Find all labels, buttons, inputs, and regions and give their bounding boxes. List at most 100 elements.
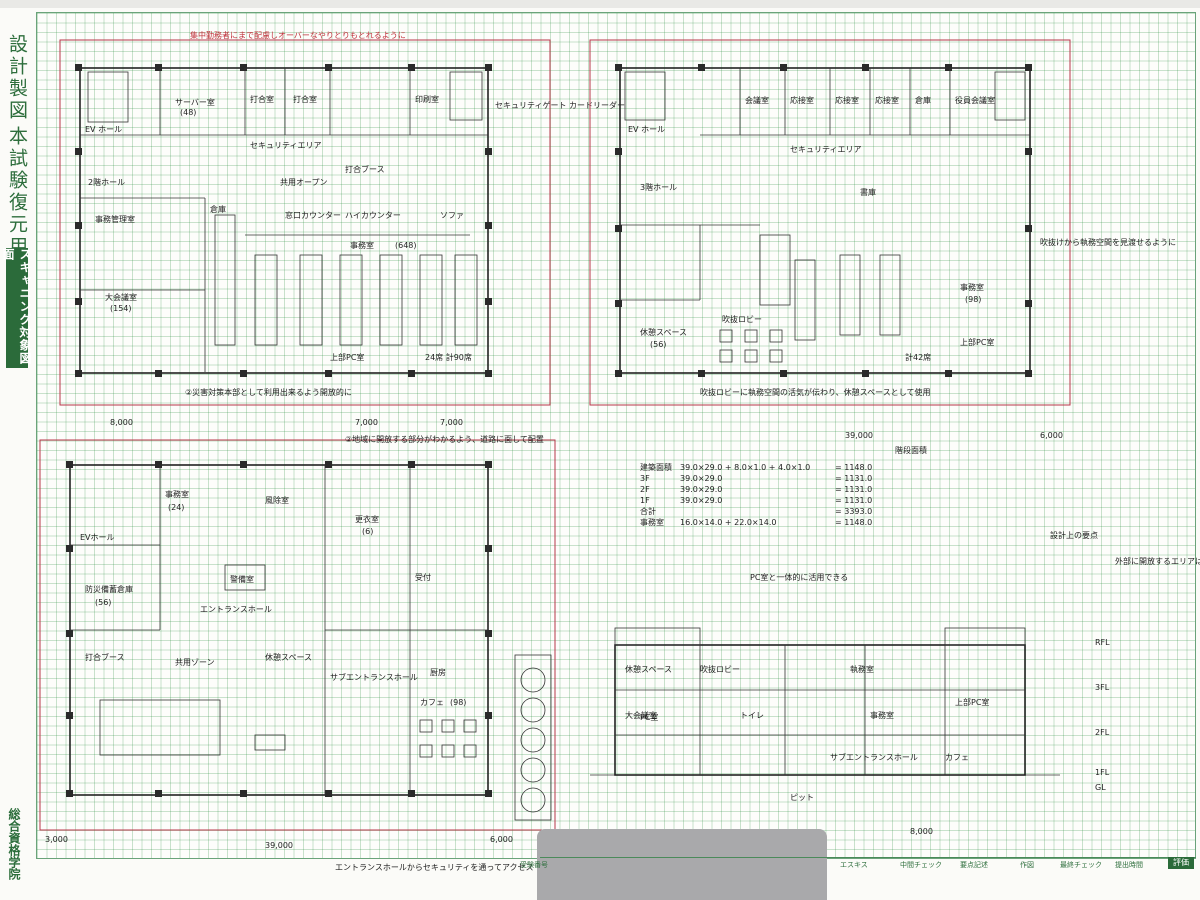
section-label: PC室: [640, 712, 658, 722]
note-1f-bottom: エントランスホールからセキュリティを通ってアクセス: [335, 862, 534, 872]
section-note-2: PC室と一体的に活用できる: [750, 572, 848, 582]
gym-1f-area: (24): [168, 503, 184, 512]
pc-2f: 上部PC室: [960, 337, 994, 347]
area-row-value: = 1131.0: [835, 485, 872, 494]
room-print: 印刷室: [415, 94, 439, 104]
section-labels: 吹抜ロビー大会議室事務室執務室休憩スペースカフェトイレサブエントランスホールピッ…: [625, 664, 989, 802]
room-server: サーバー室: [175, 97, 215, 107]
plan-2f-columns: [615, 64, 1032, 377]
dim-1f-total: 39,000: [265, 841, 293, 850]
section-level: 2FL: [1095, 728, 1110, 737]
office-2f: 事務室: [960, 282, 984, 292]
kitchen-1f: 厨房: [430, 667, 446, 677]
wind-1f: 風除室: [265, 495, 289, 505]
open-zone-3f: 共用オープン: [280, 178, 328, 187]
section-level: RFL: [1095, 638, 1110, 647]
dim-2f-total: 39,000: [845, 431, 873, 440]
rest-1f: 休憩スペース: [265, 652, 312, 662]
open-zone-1f: 共用ゾーン: [175, 658, 215, 667]
conference-1f: 更衣室: [355, 514, 379, 524]
dimension-labels: 8,000 7,000 7,000 39,000 6,000 39,000 3,…: [45, 418, 1063, 850]
cafe-1f: カフェ: [420, 698, 444, 707]
section-label: 大会議室: [625, 710, 657, 720]
section-label: カフェ: [945, 753, 969, 762]
seats-2f: 計42席: [905, 352, 931, 362]
dim-3f-c: 7,000: [440, 418, 463, 427]
work-room-3f-area: (648): [395, 241, 417, 250]
work-room-3f: 事務室: [350, 240, 374, 250]
note-2f-bottom: 吹抜ロビーに執務空間の活気が伝わり、休憩スペースとして使用: [700, 387, 930, 397]
booth-3f: 打合ブース: [345, 164, 385, 174]
section-label: 吹抜ロビー: [700, 664, 740, 674]
room-2f-3: 応接室: [835, 95, 859, 105]
area-row-formula: 39.0×29.0: [680, 485, 722, 494]
storage-3f: 倉庫: [210, 204, 226, 214]
stock-1f: 受付: [415, 572, 431, 582]
area-row-label: 1F: [640, 496, 650, 505]
office-mgmt-3f: 事務管理室: [95, 214, 135, 224]
area-side-title: 階段面積: [895, 445, 927, 455]
ev-hall-1f: EVホール: [80, 533, 115, 542]
footer-drawing: 作図: [1020, 861, 1034, 869]
storage-1f: 防災備蓄倉庫: [85, 584, 133, 594]
section-label: 上部PC室: [955, 697, 989, 707]
booth-1f: 打合ブース: [85, 652, 125, 662]
gym-1f: 事務室: [165, 489, 189, 499]
section-level: GL: [1095, 783, 1106, 792]
section-drawing: 吹抜ロビー大会議室事務室執務室休憩スペースカフェトイレサブエントランスホールピッ…: [590, 530, 1200, 802]
section-label: 休憩スペース: [625, 664, 672, 674]
large-meeting: 大会議室: [105, 292, 137, 302]
publisher-logo: 総合資格学院: [7, 808, 21, 880]
high-counter-3f: ハイカウンター: [345, 211, 401, 220]
view-lobby-tables: [719, 329, 783, 363]
area-row-formula: 39.0×29.0: [680, 474, 722, 483]
dim-sec-a: 8,000: [910, 827, 933, 836]
area-row-label: 3F: [640, 474, 650, 483]
sheet-title: 設計製図: [6, 34, 28, 122]
room-meeting-1: 打合室: [250, 94, 274, 104]
eval-box: 評価: [1168, 857, 1194, 869]
footer-exam-no: 受験番号: [520, 861, 548, 869]
room-2f-6: 役員会議室: [955, 95, 995, 105]
area-row-value: = 3393.0: [835, 507, 872, 516]
note-2f-right: 吹抜けから執務空間を見渡せるように: [1040, 237, 1176, 247]
seats-3f: 24席 計90席: [425, 352, 472, 362]
counter-3f: 窓口カウンター: [285, 210, 341, 220]
view-lobby: 吹抜ロビー: [722, 314, 762, 324]
plan-1f-columns: [66, 461, 492, 797]
hall-3f: 2階ホール: [88, 177, 125, 187]
room-2f-4: 応接室: [875, 95, 899, 105]
security-area-2f: セキュリティエリア: [790, 145, 862, 154]
security-area-3f: セキュリティエリア: [250, 141, 322, 150]
large-meeting-area: (154): [110, 304, 132, 313]
note-3f-top: 集中勤務者にまで配慮しオーバーなやりとりもとれるように: [190, 30, 406, 40]
note-3f-bottom: ②災害対策本部として利用出来るよう開放的に: [185, 387, 352, 397]
area-row-label: 事務室: [640, 517, 664, 527]
pc-room-3f: 上部PC室: [330, 352, 364, 362]
area-row-label: 2F: [640, 485, 650, 494]
lounge-1f: サブエントランスホール: [330, 672, 418, 682]
section-level: 1FL: [1095, 768, 1110, 777]
footer-points: 要点記述: [960, 861, 988, 869]
dim-1f-edge: 3,000: [45, 835, 68, 844]
ev-hall-3f: EV ホール: [85, 125, 122, 134]
cafe-1f-area: (98): [450, 698, 466, 707]
area-row-value: = 1148.0: [835, 463, 872, 472]
plan-2f: 会議室 応接室 応接室 応接室 倉庫 役員会議室 EV ホール セキュリティエリ…: [589, 39, 1176, 406]
section-label: サブエントランスホール: [830, 752, 918, 762]
scan-tab: [537, 829, 827, 900]
lobby-2f-area: (56): [650, 340, 666, 349]
section-note-3: 設計上の要点: [1050, 530, 1098, 540]
cafe-tables: [419, 719, 477, 758]
plan-1f: 事務室 (24) EVホール 防災備蓄倉庫 (56) 風除室 警備室 エントラン…: [39, 434, 556, 872]
plan-3f-outer-wall: [79, 67, 489, 374]
area-row-value: = 1131.0: [835, 496, 872, 505]
hall-2f: 3階ホール: [640, 182, 677, 192]
area-row-value: = 1131.0: [835, 474, 872, 483]
area-row-formula: 39.0×29.0 + 8.0×1.0 + 4.0×1.0: [680, 463, 810, 472]
area-row-value: = 1148.0: [835, 518, 872, 527]
left-title-strip: 設計製図 本試験復元用紙 スキャニング対象図面 総合資格学院: [0, 8, 34, 900]
